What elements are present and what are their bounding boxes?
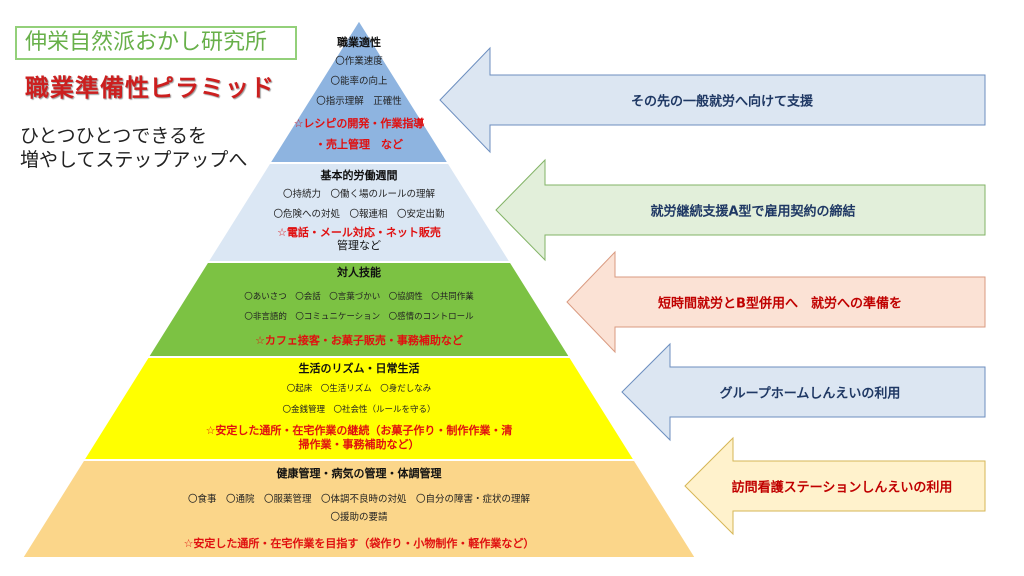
page-title: 職業準備性ピラミッド [25, 74, 275, 102]
level-2-highlight-1: ☆電話・メール対応・ネット販売 [277, 226, 441, 239]
pyramid-level-5-band [20, 459, 698, 559]
level-3-highlight: ☆カフェ接客・お菓子販売・事務補助など [255, 334, 463, 347]
level-5-item-1: 〇食事 〇通院 〇服薬管理 〇体調不良時の対処 〇自分の障害・症状の理解 [187, 494, 531, 505]
level-3-title: 対人技能 [337, 266, 381, 279]
level-1-title: 職業適性 [337, 36, 381, 49]
subtitle-line-2: 増やしてステップアップへ [20, 149, 248, 171]
level-4-highlight-2: 掃作業・事務補助など） [298, 438, 420, 451]
level-2-item-2: 〇危険への対処 〇報連相 〇安定出勤 [273, 209, 445, 220]
subtitle: ひとつひとつできるを 増やしてステップアップへ [20, 124, 247, 172]
arrow-general-employment [439, 46, 986, 154]
arrow-label-type-a-employment: 就労継続支援A型で雇用契約の締結 [650, 204, 856, 220]
level-1-item-2: 〇能率の向上 [330, 76, 388, 87]
level-2-highlight-2: 管理など [337, 239, 381, 252]
level-3-item-2: 〇非言語的 〇コミュニケーション 〇感情のコントロール [244, 312, 474, 322]
level-4-highlight-1: ☆安定した通所・在宅作業の継続（お菓子作り・制作作業・清 [205, 424, 513, 437]
arrow-home-nursing [684, 436, 986, 536]
level-5-item-2: 〇援助の要請 [330, 512, 388, 523]
arrow-label-type-b-preparation: 短時間就労とB型併用へ 就労への準備を [658, 296, 902, 312]
arrow-type-a-employment [495, 158, 986, 262]
brand-name: 伸栄自然派おかし研究所 [15, 26, 297, 60]
level-1-item-3: 〇指示理解 正確性 [316, 96, 402, 107]
arrow-label-group-home: グループホームしんえいの利用 [719, 386, 901, 402]
level-1-item-1: 〇作業速度 [335, 56, 383, 67]
level-3-item-1: 〇あいさつ 〇会話 〇言葉づかい 〇協調性 〇共同作業 [244, 292, 474, 302]
level-4-item-1: 〇起床 〇生活リズム 〇身だしなみ [286, 384, 432, 394]
subtitle-line-1: ひとつひとつできるを [20, 125, 207, 147]
arrow-label-general-employment: その先の一般就労へ向けて支援 [630, 94, 814, 110]
level-2-item-1: 〇持続力 〇働く場のルールの理解 [282, 189, 436, 200]
arrow-group-home [621, 342, 986, 442]
level-5-title: 健康管理・病気の管理・体調管理 [276, 467, 442, 480]
arrow-label-home-nursing: 訪問看護ステーションしんえいの利用 [731, 480, 953, 496]
arrow-type-b-preparation [566, 250, 986, 354]
level-5-highlight: ☆安定した通所・在宅作業を目指す（袋作り・小物制作・軽作業など） [183, 537, 535, 550]
level-4-title: 生活のリズム・日常生活 [298, 362, 420, 375]
level-2-title: 基本的労働週間 [320, 169, 398, 182]
level-1-highlight-2: ・売上管理 など [315, 138, 403, 151]
level-1-highlight-1: ☆レシピの開発・作業指導 [293, 117, 425, 130]
level-4-item-2: 〇金銭管理 〇社会性（ルールを守る） [282, 405, 436, 415]
